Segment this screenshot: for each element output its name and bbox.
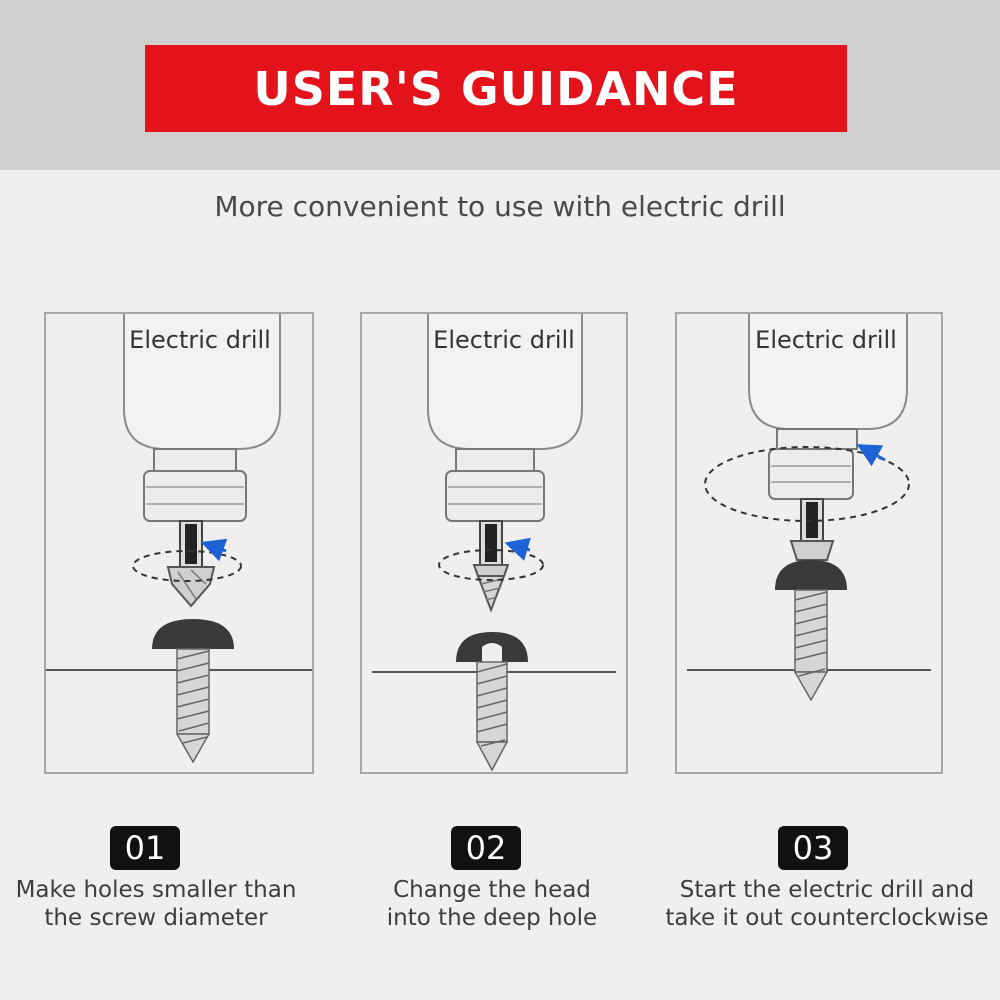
step-3-illustration bbox=[675, 312, 943, 774]
step-2-illustration bbox=[360, 312, 628, 774]
step-2-description: Change the head into the deep hole bbox=[334, 876, 650, 932]
step-1-illustration bbox=[44, 312, 314, 774]
step-2-line-1: Change the head bbox=[393, 877, 591, 903]
panel-3-label: Electric drill bbox=[755, 326, 897, 354]
panel-1-label: Electric drill bbox=[129, 326, 271, 354]
page-title: USER'S GUIDANCE bbox=[253, 61, 739, 116]
drill-pulling-screw-out-icon bbox=[687, 314, 931, 702]
step-1-number-badge: 01 bbox=[110, 826, 180, 870]
drill-with-countersink-bit-icon bbox=[46, 314, 312, 764]
step-3-number-badge: 03 bbox=[778, 826, 848, 870]
step-2-number-badge: 02 bbox=[451, 826, 521, 870]
step-1-line-2: the screw diameter bbox=[44, 905, 268, 931]
title-banner: USER'S GUIDANCE bbox=[145, 45, 847, 132]
step-1-description: Make holes smaller than the screw diamet… bbox=[0, 876, 312, 932]
step-3-description: Start the electric drill and take it out… bbox=[655, 876, 999, 932]
step-3-line-1: Start the electric drill and bbox=[679, 877, 975, 903]
step-2-line-2: into the deep hole bbox=[386, 905, 598, 931]
drill-with-extractor-in-screw-icon bbox=[372, 314, 616, 772]
step-1-line-1: Make holes smaller than bbox=[15, 877, 297, 903]
page-subtitle: More convenient to use with electric dri… bbox=[214, 190, 786, 223]
panel-2-label: Electric drill bbox=[433, 326, 575, 354]
step-3-line-2: take it out counterclockwise bbox=[665, 905, 989, 931]
